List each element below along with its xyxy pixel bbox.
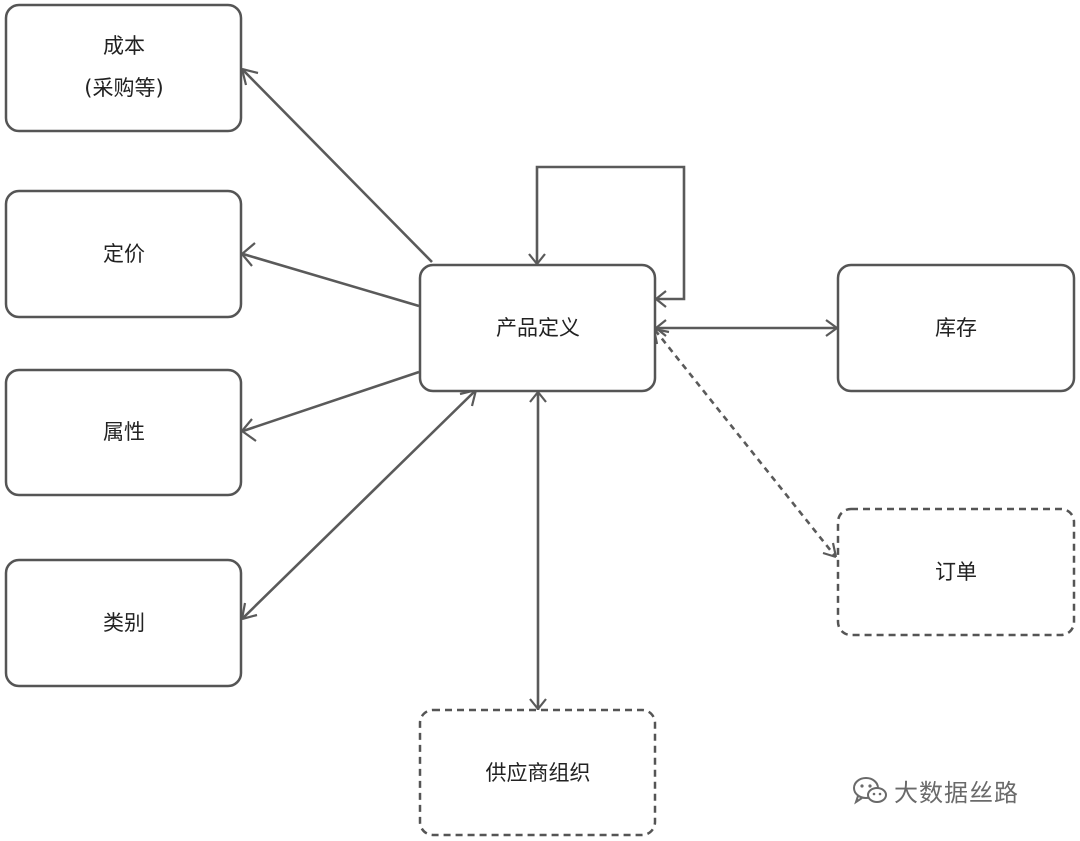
relation-product-cost bbox=[242, 69, 433, 263]
entity-cost-label: 成本 bbox=[103, 34, 145, 58]
entity-product-label: 产品定义 bbox=[496, 316, 580, 340]
relation-product-attribute bbox=[242, 370, 420, 433]
crow-foot-pricing bbox=[241, 242, 256, 267]
entity-attribute-label: 属性 bbox=[103, 420, 145, 444]
watermark: 大数据丝路 bbox=[852, 773, 1019, 808]
entity-attribute: 属性 bbox=[4, 368, 243, 497]
entity-supplier-label: 供应商组织 bbox=[486, 761, 591, 785]
crow-foot-order bbox=[822, 542, 838, 559]
crow-foot-supplier bbox=[529, 698, 547, 710]
entity-category: 类别 bbox=[4, 558, 243, 688]
crow-foot-category bbox=[240, 602, 258, 621]
crow-foot-attribute bbox=[241, 418, 257, 442]
crow-foot-self-loop-right bbox=[655, 290, 667, 308]
entity-supplier: 供应商组织 bbox=[418, 708, 657, 837]
entity-pricing-label: 定价 bbox=[103, 242, 145, 266]
entity-order: 订单 bbox=[836, 507, 1076, 637]
entity-inventory-label: 库存 bbox=[935, 316, 977, 340]
entity-pricing: 定价 bbox=[4, 189, 243, 319]
wechat-icon bbox=[853, 776, 887, 804]
relation-product-pricing bbox=[242, 252, 420, 308]
crow-foot-supplier-product-end bbox=[529, 391, 547, 403]
watermark-text: 大数据丝路 bbox=[894, 779, 1019, 807]
relation-product-category bbox=[242, 390, 476, 619]
relation-product-self-loop bbox=[535, 165, 686, 301]
entity-inventory: 库存 bbox=[836, 263, 1076, 393]
crow-foot-self-loop-top bbox=[528, 253, 546, 265]
entity-category-label: 类别 bbox=[103, 611, 145, 635]
crow-foot-cost bbox=[240, 67, 259, 86]
relation-product-order bbox=[653, 329, 837, 557]
crow-foot-inventory bbox=[825, 319, 838, 337]
entity-cost: 成本 (采购等) bbox=[4, 3, 243, 133]
entity-product: 产品定义 bbox=[418, 263, 657, 393]
entity-cost-sublabel: (采购等) bbox=[84, 76, 163, 100]
entity-order-label: 订单 bbox=[935, 560, 977, 584]
